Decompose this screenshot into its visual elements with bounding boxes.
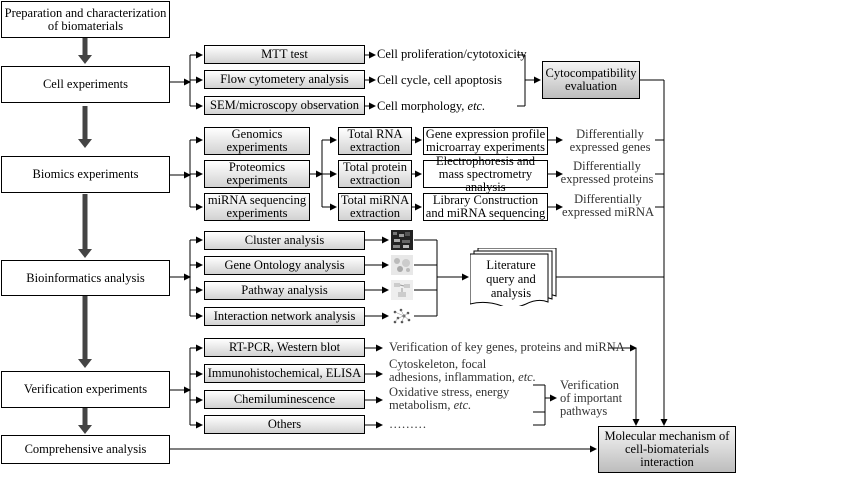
verify-ellipsis: ……… (389, 417, 427, 431)
verify-key-genes-label: Verification of key genes, proteins and … (389, 340, 625, 354)
verify-others: Others (204, 415, 365, 434)
bioinfo-gene-ontology: Gene Ontology analysis (204, 256, 365, 275)
literature-query-label: Literature query and analysis (486, 258, 536, 300)
network-thumbnail (391, 306, 413, 326)
pathway-thumbnail (391, 280, 413, 300)
omics-result-proteins: Differentially expressed proteins (560, 159, 654, 186)
verification-pathways-label: Verification of important pathways (560, 378, 623, 418)
result-cell-morphology: Cell morphology, etc. (377, 99, 486, 113)
omics-result-mirna: Differentially expressed miRNA (562, 192, 654, 219)
extraction-total-protein: Total protein extraction (338, 160, 412, 188)
omics-method-microarray: Gene expression profile microarray exper… (423, 127, 548, 155)
stage-comprehensive-analysis: Comprehensive analysis (1, 435, 170, 464)
method-flow-cytometry: Flow cytometery analysis (204, 70, 365, 89)
verify-rt-pcr: RT-PCR, Western blot (204, 338, 365, 357)
stage-biomics-experiments: Biomics experiments (1, 156, 170, 193)
result-cell-cycle: Cell cycle, cell apoptosis (377, 73, 502, 87)
result-cell-proliferation: Cell proliferation/cytotoxicity (377, 47, 527, 61)
verify-chemiluminescence: Chemiluminescence (204, 390, 365, 409)
omics-method-library: Library Construction and miRNA sequencin… (423, 193, 548, 221)
omics-method-electrophoresis: Electrophoresis and mass spectrometry an… (423, 154, 548, 193)
literature-document-icon (470, 248, 557, 306)
cluster-heatmap-thumbnail (391, 230, 413, 250)
stage-cell-experiments: Cell experiments (1, 66, 170, 103)
gene-ontology-thumbnail (391, 255, 413, 275)
stage-bioinformatics-analysis: Bioinformatics analysis (1, 260, 170, 296)
extraction-total-rna: Total RNA extraction (338, 127, 412, 155)
bioinfo-pathway: Pathway analysis (204, 281, 365, 300)
verify-oxidative-label: Oxidative stress, energy metabolism, etc… (389, 385, 510, 412)
stage-preparation: Preparation and characterization of biom… (1, 1, 170, 38)
stage-verification-experiments: Verification experiments (1, 371, 170, 408)
cytocompatibility-evaluation: Cytocompatibility evaluation (542, 61, 640, 99)
omics-mirna-sequencing: miRNA sequencing experiments (204, 193, 310, 221)
verify-cytoskeleton-label: Cytoskeleton, focal adhesions, inflammat… (389, 357, 536, 384)
method-sem-microscopy: SEM/microscopy observation (204, 96, 365, 115)
omics-proteomics: Proteomics experiments (204, 160, 310, 188)
extraction-total-mirna: Total miRNA extraction (338, 193, 412, 221)
bioinfo-interaction-network: Interaction network analysis (204, 307, 365, 326)
method-mtt-test: MTT test (204, 45, 365, 64)
omics-result-genes: Differentially expressed genes (569, 127, 651, 154)
omics-genomics: Genomics experiments (204, 127, 310, 155)
molecular-mechanism: Molecular mechanism of cell-biomaterials… (598, 426, 736, 473)
verify-immunohistochemical: Immunohistochemical, ELISA (204, 364, 365, 383)
bioinfo-cluster: Cluster analysis (204, 231, 365, 250)
